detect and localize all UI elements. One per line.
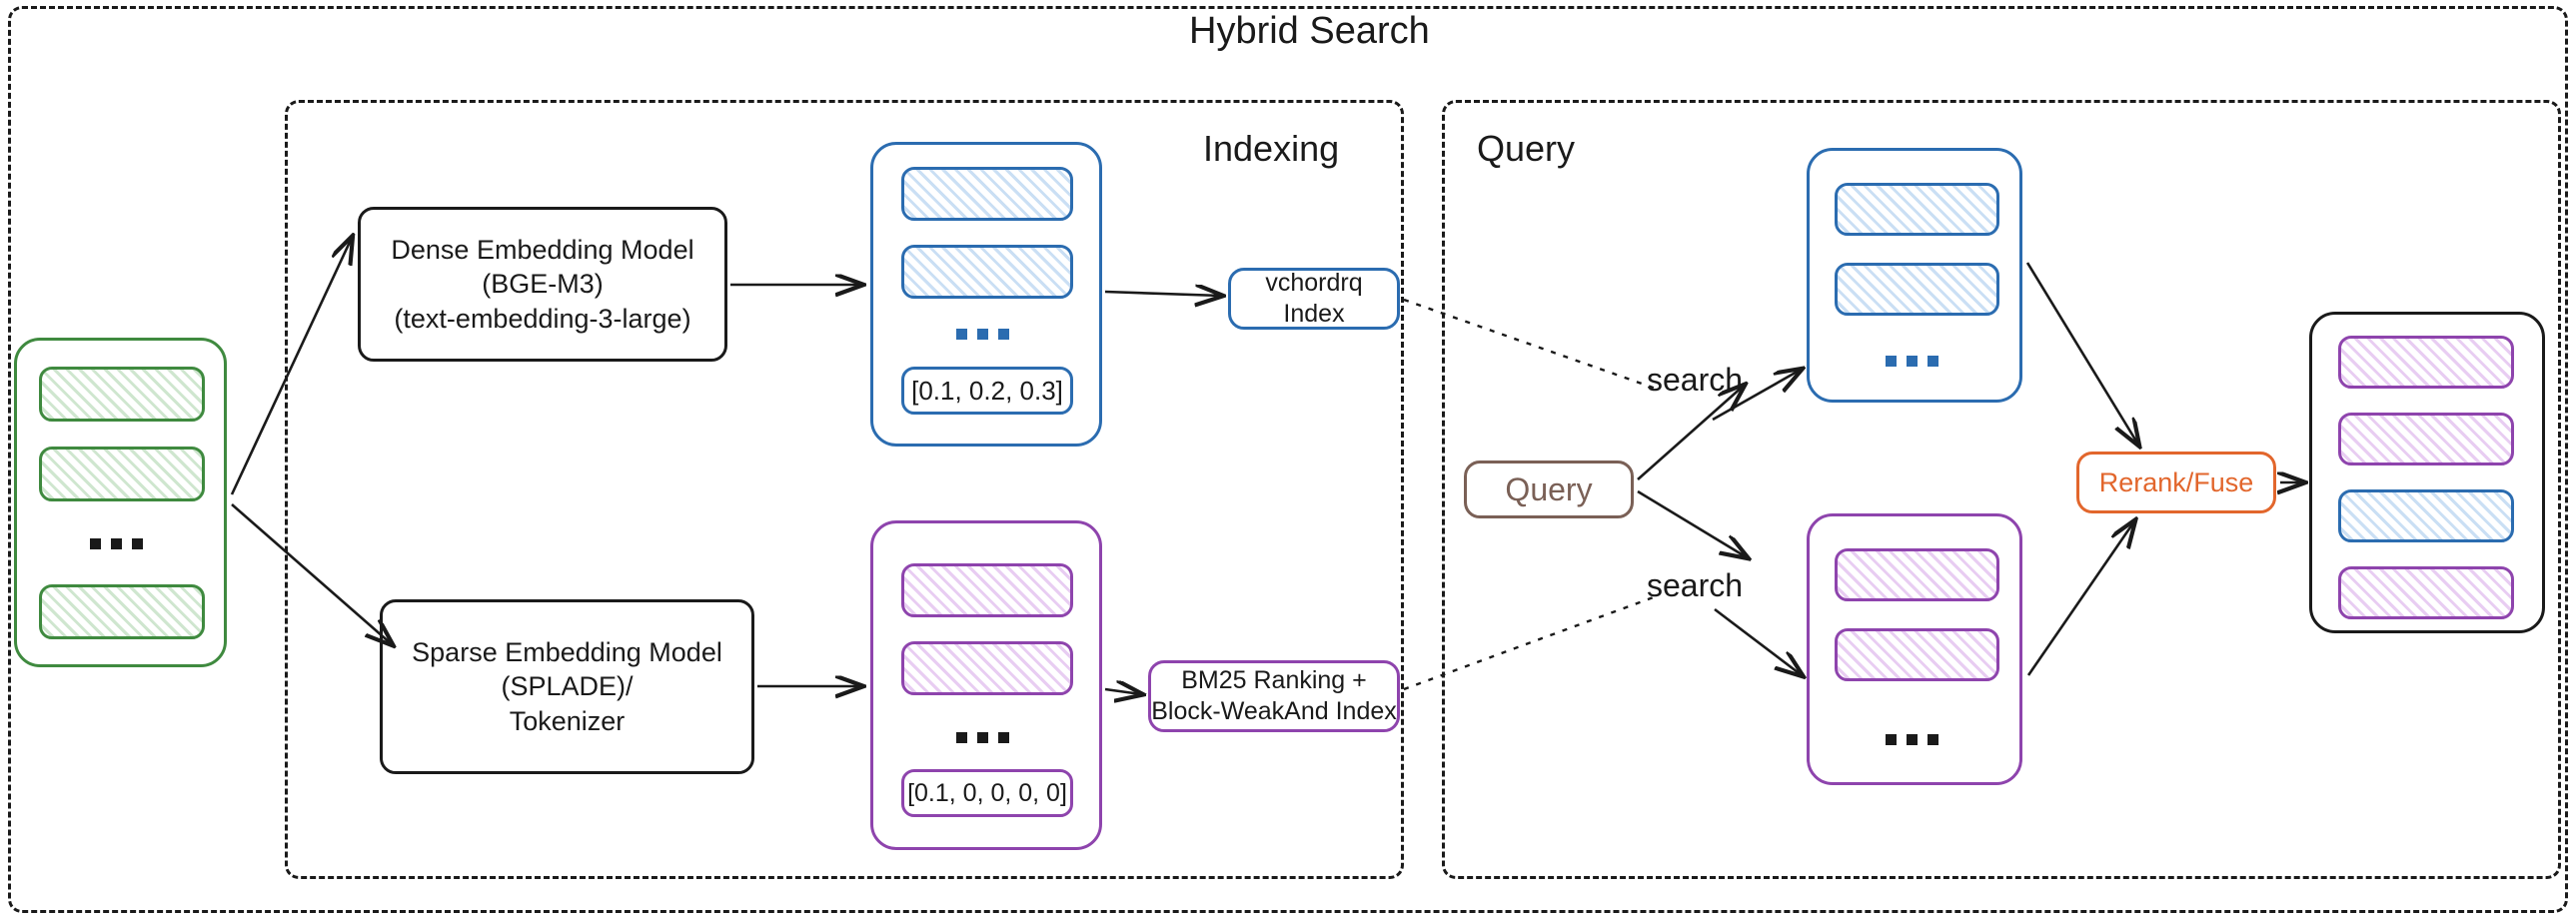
- sparse-results-ellipsis-icon: [1886, 734, 1938, 745]
- query-node-label: Query: [1505, 470, 1593, 507]
- rerank-fuse-node[interactable]: Rerank/Fuse: [2076, 452, 2276, 513]
- source-documents-ellipsis-icon: [90, 538, 143, 549]
- search-dense-label: search: [1647, 362, 1744, 398]
- dense-vector-item: [901, 245, 1073, 299]
- dense-result-item: [1835, 263, 1999, 316]
- sparse-vector-item: [901, 641, 1073, 695]
- dense-vector-value: [0.1, 0.2, 0.3]: [901, 367, 1073, 415]
- dense-model-line-2: (BGE-M3): [482, 269, 604, 300]
- sparse-vectors-ellipsis-icon: [956, 732, 1009, 743]
- indexing-group-label: Indexing: [1203, 128, 1340, 169]
- dense-vectors-box: [0.1, 0.2, 0.3]: [870, 142, 1102, 447]
- dense-vector-item: [901, 167, 1073, 221]
- dense-model-line-3: (text-embedding-3-large): [394, 303, 691, 334]
- source-document-item: [39, 584, 205, 639]
- dense-vectors-ellipsis-icon: [956, 329, 1009, 340]
- rerank-fuse-label: Rerank/Fuse: [2098, 466, 2254, 497]
- final-result-item: [2338, 489, 2514, 542]
- search-sparse-label: search: [1647, 567, 1744, 603]
- sparse-model-line-1: Sparse Embedding Model: [412, 637, 722, 668]
- sparse-model-line-2: (SPLADE)/: [501, 671, 634, 702]
- diagram-title: Hybrid Search: [1189, 10, 1430, 52]
- query-group: [1442, 100, 2561, 879]
- bm25-index-line-2: Block-WeakAnd Index: [1151, 697, 1397, 725]
- query-node[interactable]: Query: [1464, 460, 1634, 518]
- vchordrq-index-node[interactable]: vchordrq Index: [1228, 268, 1400, 330]
- sparse-model-line-3: Tokenizer: [509, 705, 626, 736]
- bm25-index-line-1: BM25 Ranking +: [1181, 665, 1367, 694]
- sparse-vector-value: [0.1, 0, 0, 0, 0]: [901, 769, 1073, 817]
- bm25-index-node[interactable]: BM25 Ranking + Block-WeakAnd Index: [1148, 660, 1400, 732]
- final-result-item: [2338, 566, 2514, 619]
- final-results-box: [2309, 312, 2545, 633]
- sparse-result-item: [1835, 628, 1999, 681]
- final-result-item: [2338, 336, 2514, 389]
- source-document-item: [39, 447, 205, 501]
- final-result-item: [2338, 413, 2514, 465]
- sparse-results-box: [1807, 513, 2022, 785]
- source-documents-box: [14, 338, 227, 667]
- dense-model-line-1: Dense Embedding Model: [391, 235, 694, 266]
- vchordrq-index-line-2: Index: [1283, 300, 1345, 328]
- dense-embedding-model-node[interactable]: Dense Embedding Model (BGE-M3) (text-emb…: [358, 207, 727, 362]
- dense-results-ellipsis-icon: [1886, 356, 1938, 367]
- source-document-item: [39, 367, 205, 422]
- vchordrq-index-line-1: vchordrq: [1265, 268, 1363, 297]
- sparse-result-item: [1835, 548, 1999, 601]
- sparse-vector-item: [901, 563, 1073, 617]
- dense-result-item: [1835, 183, 1999, 236]
- dense-results-box: [1807, 148, 2022, 403]
- hybrid-search-container: [8, 6, 2568, 913]
- sparse-vectors-box: [0.1, 0, 0, 0, 0]: [870, 520, 1102, 850]
- query-group-label: Query: [1477, 128, 1576, 169]
- sparse-embedding-model-node[interactable]: Sparse Embedding Model (SPLADE)/ Tokeniz…: [380, 599, 754, 774]
